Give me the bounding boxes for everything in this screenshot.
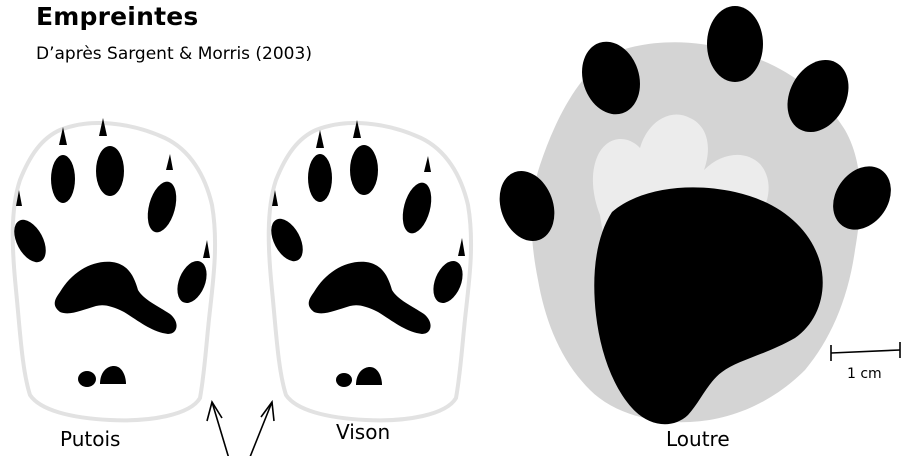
vison-toe [398, 180, 437, 237]
vison-heel-pad [356, 367, 382, 385]
scale-bar-line [831, 350, 900, 353]
vison-claw [316, 130, 324, 148]
scale-bar [831, 342, 900, 361]
putois-claw [99, 118, 107, 136]
putois-toe [143, 179, 182, 236]
vison-claw [424, 156, 431, 172]
vison-main-pad [309, 262, 431, 334]
label-loutre: Loutre [666, 427, 730, 451]
putois-claw [203, 240, 210, 258]
arrow-to-vison [248, 402, 272, 456]
putois-toe [172, 257, 213, 308]
putois-toe [51, 155, 75, 203]
putois-footprint [8, 118, 215, 420]
vison-toe [428, 257, 469, 308]
label-vison: Vison [336, 420, 390, 444]
putois-claw [166, 154, 173, 170]
putois-main-pad [55, 262, 177, 334]
putois-heel-pad [78, 371, 96, 387]
vison-toe [350, 145, 378, 195]
putois-heel-pad [100, 366, 126, 384]
vison-footprint [265, 120, 471, 420]
vison-heel-pad [336, 373, 352, 387]
scale-bar-label: 1 cm [847, 366, 882, 382]
arrows [207, 402, 274, 456]
arrow-to-putois [212, 402, 230, 456]
loutre-toe [707, 6, 763, 82]
vison-claw [458, 238, 465, 256]
loutre-footprint [490, 6, 903, 424]
label-putois: Putois [60, 427, 120, 451]
putois-toe [96, 146, 124, 196]
vison-toe [308, 154, 332, 202]
